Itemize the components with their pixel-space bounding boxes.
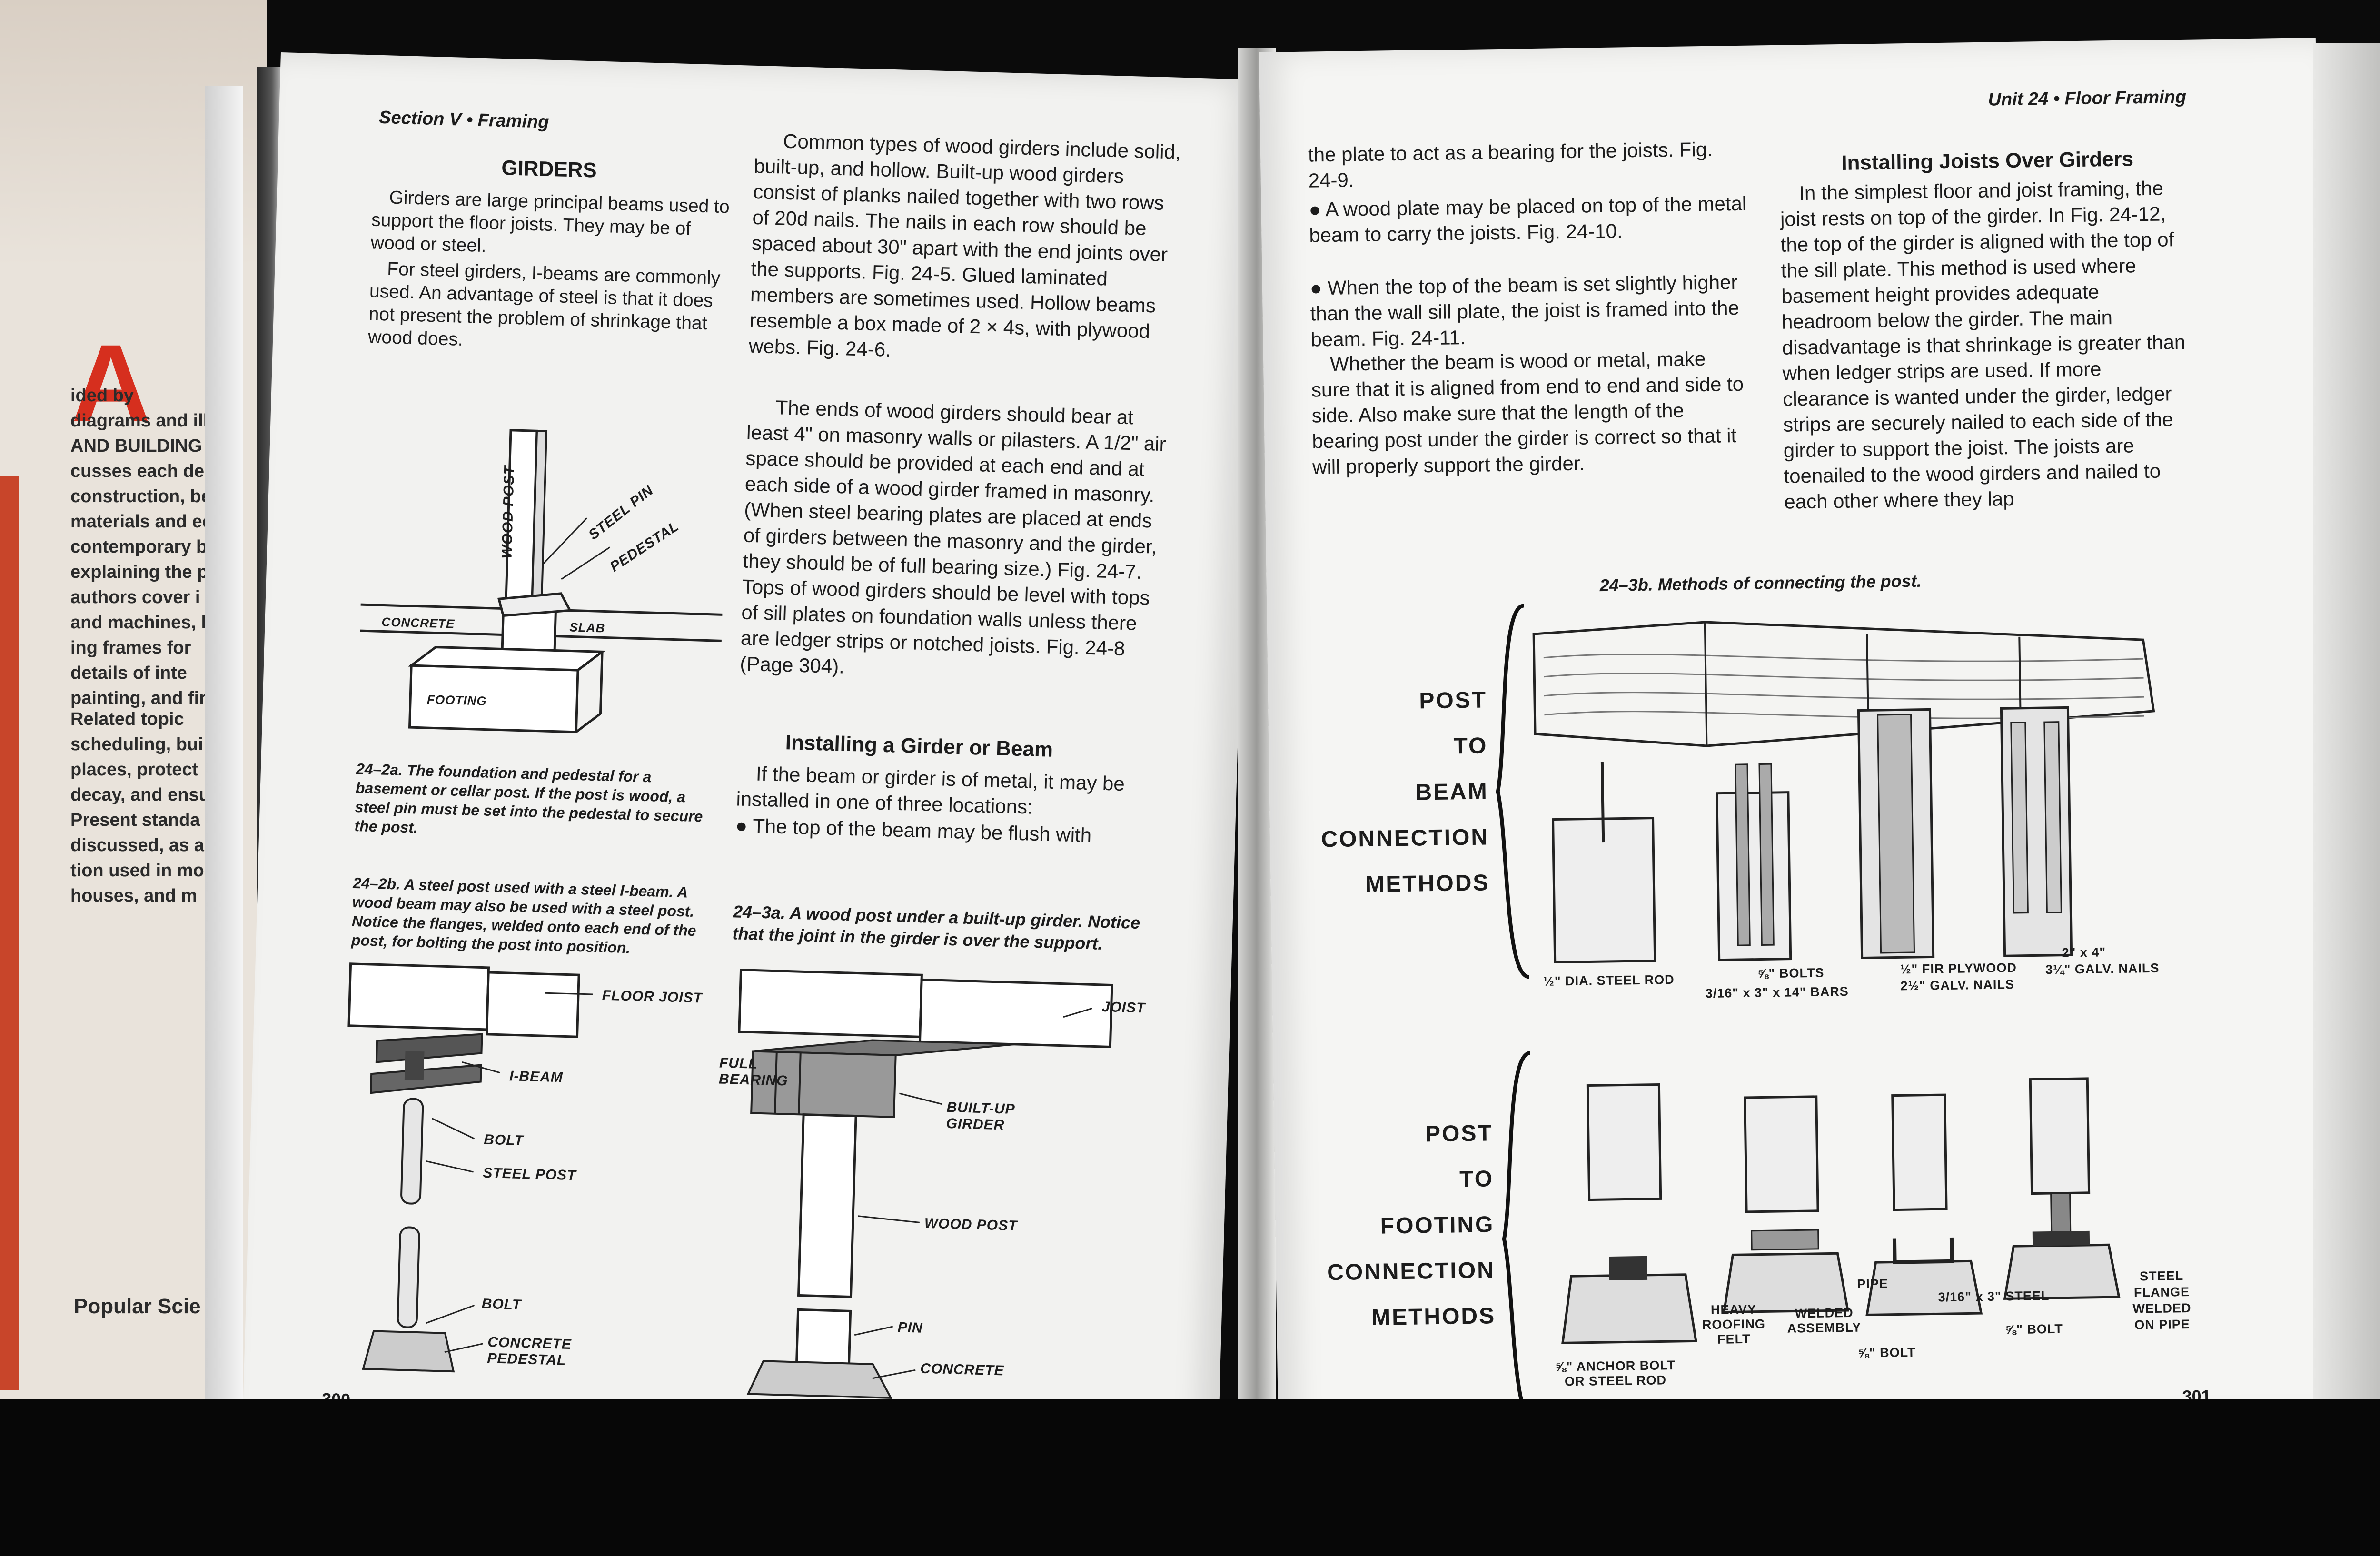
col1-bullet-1: ● A wood plate may be placed on top of t… bbox=[1309, 192, 1747, 247]
label-bolt-bottom: BOLT bbox=[481, 1296, 522, 1313]
footing-methods-label: POST TO FOOTING CONNECTION METHODS bbox=[1312, 1110, 1496, 1341]
label-steel-rod: ½" DIA. STEEL ROD bbox=[1543, 972, 1675, 989]
label-pipe: PIPE bbox=[1857, 1276, 1888, 1291]
col1-paragraph-1: the plate to act as a bearing for the jo… bbox=[1308, 138, 1713, 192]
label-bars: 3/16" x 3" x 14" BARS bbox=[1705, 984, 1849, 1001]
label-2x4: 2" x 4" bbox=[2062, 945, 2106, 960]
brace-beam-group bbox=[1496, 604, 1530, 979]
post-to-beam-diagram bbox=[1532, 621, 2155, 964]
label-joist: JOIST bbox=[1101, 999, 1146, 1016]
back-book-publisher: Popular Scie bbox=[74, 1295, 201, 1318]
beam-label-line-2: TO bbox=[1453, 733, 1488, 759]
col1-bullet-1-text: A wood plate may be placed on top of the… bbox=[1309, 192, 1747, 247]
label-floor-joist: FLOOR JOIST bbox=[602, 987, 703, 1006]
running-head-right: Unit 24 • Floor Framing bbox=[1988, 87, 2187, 110]
label-slab: SLAB bbox=[569, 620, 605, 635]
girders-heading: GIRDERS bbox=[501, 156, 597, 182]
col2-paragraph-1: Common types of wood girders include sol… bbox=[748, 129, 1181, 361]
right-page-edges bbox=[2313, 43, 2380, 1423]
col1-bullet-2-text: When the top of the beam is set slightly… bbox=[1310, 271, 1740, 351]
label-wood-post-3a: WOOD POST bbox=[924, 1215, 1018, 1234]
figure-24-3a-caption: 24–3a. A wood post under a built-up gird… bbox=[732, 902, 1140, 953]
label-pin: PIN bbox=[897, 1319, 923, 1336]
beam-label-line-5: METHODS bbox=[1365, 870, 1490, 898]
figure-24-2a-diagram bbox=[360, 429, 723, 733]
label-bolt-top: BOLT bbox=[483, 1131, 524, 1149]
girders-paragraph-2: For steel girders, I-beams are commonly … bbox=[367, 258, 721, 350]
figure-24-2b-diagram bbox=[347, 962, 593, 1373]
back-book-initial-letter: A bbox=[71, 322, 151, 444]
brace-footing-group bbox=[1502, 1051, 1536, 1427]
back-book-blurb-2: Related topic scheduling, bui places, pr… bbox=[70, 709, 210, 906]
label-welded-assembly: WELDED ASSEMBLY bbox=[1787, 1305, 1862, 1336]
label-bolt-footing-1: ⅝" BOLT bbox=[1858, 1345, 1916, 1360]
figure-24-2a-caption: 24–2a. The foundation and pedestal for a… bbox=[354, 760, 703, 836]
joists-heading: Installing Joists Over Girders bbox=[1841, 147, 2134, 175]
running-head: Section V • Framing bbox=[378, 107, 550, 132]
label-concrete-pedestal: CONCRETE PEDESTAL bbox=[487, 1334, 572, 1368]
joists-paragraph: In the simplest floor and joist framing,… bbox=[1780, 177, 2186, 513]
label-bolt-footing-2: ⅝" BOLT bbox=[2005, 1321, 2063, 1337]
figure-24-3a-diagram bbox=[738, 969, 1113, 1399]
label-built-up-girder: BUILT-UP GIRDER bbox=[946, 1099, 1015, 1133]
label-wood-post: WOOD POST bbox=[499, 465, 517, 559]
beam-label-line-4: CONNECTION bbox=[1321, 824, 1489, 852]
footing-label-line-1: POST bbox=[1425, 1120, 1494, 1147]
label-roofing-felt: HEAVY ROOFING FELT bbox=[1702, 1302, 1766, 1347]
label-fir-plywood: ½" FIR PLYWOOD bbox=[1900, 960, 2017, 977]
label-full-bearing: FULL BEARING bbox=[718, 1055, 788, 1089]
post-to-footing-diagram bbox=[1561, 1077, 2121, 1344]
footing-label-line-4: CONNECTION bbox=[1327, 1258, 1496, 1286]
beam-label-line-1: POST bbox=[1419, 687, 1488, 714]
label-steel-plate: 3/16" x 3" STEEL bbox=[1938, 1288, 2050, 1305]
label-concrete: CONCRETE bbox=[381, 614, 455, 631]
label-concrete-3a: CONCRETE bbox=[920, 1360, 1005, 1379]
figure-24-2b-caption: 24–2b. A steel post used with a steel I-… bbox=[351, 874, 696, 957]
col2-paragraph-2: The ends of wood girders should bear at … bbox=[739, 396, 1167, 678]
footing-label-line-2: TO bbox=[1459, 1166, 1494, 1192]
page-edges bbox=[205, 86, 243, 1409]
label-galv-nails-2: 3¼" GALV. NAILS bbox=[2045, 961, 2160, 977]
col1-paragraph-2: Whether the beam is wood or metal, make … bbox=[1311, 347, 1744, 478]
table-shadow bbox=[0, 1399, 2380, 1556]
beam-label-line-3: BEAM bbox=[1415, 779, 1489, 805]
girders-paragraph-1: Girders are large principal beams used t… bbox=[370, 187, 730, 257]
label-steel-post: STEEL POST bbox=[482, 1165, 576, 1184]
back-book-blurb: ided by diagrams and illu AND BUILDING c… bbox=[70, 386, 219, 708]
beam-methods-label: POST TO BEAM CONNECTION METHODS bbox=[1306, 677, 1490, 908]
label-bolts: ⅝" BOLTS bbox=[1757, 965, 1825, 981]
col1-bullet-2: ● When the top of the beam is set slight… bbox=[1309, 271, 1740, 351]
label-footing: FOOTING bbox=[426, 692, 487, 708]
left-page: Section V • Framing GIRDERS Girders are … bbox=[242, 52, 1257, 1460]
label-anchor-bolt: ⅝" ANCHOR BOLT OR STEEL ROD bbox=[1555, 1358, 1676, 1389]
footing-label-line-3: FOOTING bbox=[1380, 1212, 1495, 1239]
label-i-beam: I-BEAM bbox=[509, 1068, 564, 1086]
install-heading: Installing a Girder or Beam bbox=[785, 731, 1053, 762]
label-steel-flange: STEEL FLANGE WELDED ON PIPE bbox=[2132, 1269, 2192, 1332]
footing-label-line-5: METHODS bbox=[1371, 1303, 1496, 1330]
label-galv-nails-1: 2½" GALV. NAILS bbox=[1900, 977, 2015, 993]
right-page: Unit 24 • Floor Framing the plate to act… bbox=[1259, 38, 2335, 1433]
